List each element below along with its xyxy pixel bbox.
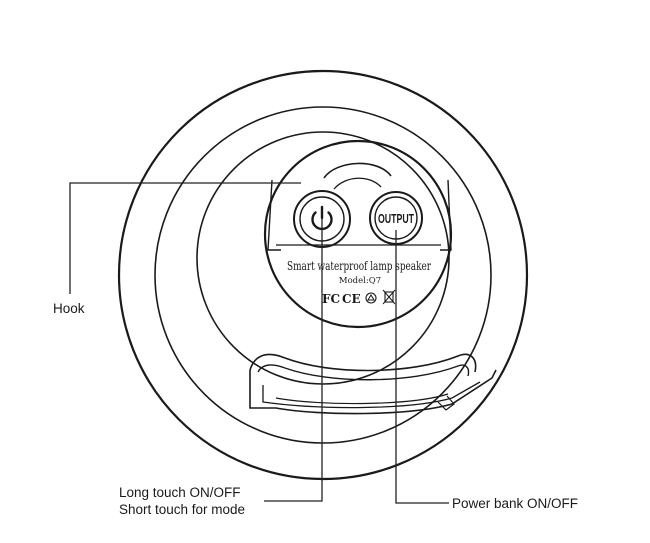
weee-bin-icon bbox=[382, 289, 396, 305]
carry-handle bbox=[249, 353, 497, 415]
ce-mark: CE bbox=[342, 292, 361, 306]
hook-leader bbox=[69, 182, 301, 294]
output-button-label: OUTPUT bbox=[378, 212, 414, 226]
product-name: Smart waterproof lamp speaker bbox=[287, 258, 431, 273]
hook-label: Hook bbox=[53, 301, 85, 316]
recycle-icon bbox=[365, 292, 377, 304]
output-callout: Power bank ON/OFF bbox=[452, 496, 578, 511]
power-callout-line1: Long touch ON/OFF bbox=[119, 485, 241, 500]
power-callout-line2: Short touch for mode bbox=[119, 502, 245, 517]
model-number: Model:Q7 bbox=[339, 276, 381, 286]
second-ring bbox=[154, 106, 492, 444]
power-leader bbox=[264, 219, 323, 502]
fcc-mark: FC bbox=[322, 292, 340, 306]
disc-left-wall bbox=[267, 179, 281, 251]
hook-loop bbox=[323, 162, 392, 179]
third-ring bbox=[196, 131, 450, 385]
output-leader bbox=[395, 230, 449, 504]
disc-right-wall bbox=[440, 179, 452, 251]
certification-marks: FC CE bbox=[322, 289, 396, 306]
hook-loop-inner bbox=[333, 177, 382, 190]
outer-ring bbox=[117, 69, 529, 481]
